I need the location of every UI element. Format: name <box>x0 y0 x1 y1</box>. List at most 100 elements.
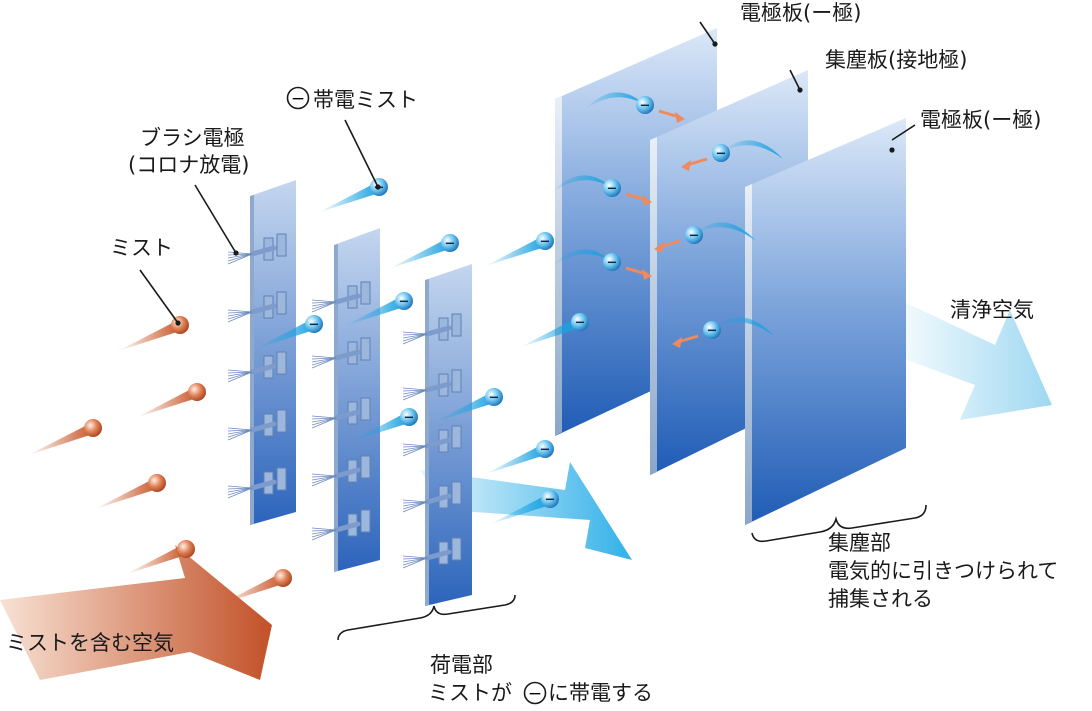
label-clean-air: 清浄空気 <box>950 298 1034 322</box>
brush-bristle <box>227 253 253 265</box>
brush-bristle <box>311 301 337 313</box>
minus-circle-icon <box>286 86 310 110</box>
brush-bristle <box>227 429 253 441</box>
minus-sign: − <box>607 256 618 271</box>
brush-bristle <box>402 389 428 401</box>
swirl-trail <box>550 249 612 268</box>
brush-bristle <box>311 527 337 531</box>
brush-bristle <box>402 557 428 563</box>
label-charge-section-desc: ミストが − に帯電する <box>428 681 653 705</box>
brush-tips <box>227 233 462 569</box>
brush-tip <box>227 351 287 383</box>
brush-holder <box>451 537 462 561</box>
brush-bristle <box>311 357 337 369</box>
brush-stem <box>249 363 277 375</box>
brush-bristle <box>227 429 253 432</box>
brush-bristle <box>311 299 337 303</box>
brush-holder <box>451 369 462 393</box>
charged-mist-trail <box>485 443 545 475</box>
charge-section-brace <box>337 594 516 641</box>
brush-bristle <box>311 357 337 363</box>
mist-trail <box>126 543 186 575</box>
mist-droplet <box>148 474 166 492</box>
mist-droplet <box>84 419 102 437</box>
charged-mist-trail <box>434 391 494 423</box>
brush-bristle <box>311 417 337 423</box>
brush-bristle <box>311 475 337 487</box>
charged-mist-droplet <box>395 292 413 310</box>
brush-holder <box>451 313 462 337</box>
minus-sign: − <box>404 411 415 426</box>
brush-stem <box>249 303 277 315</box>
charged-mist-trail <box>490 493 550 525</box>
brush-tip <box>311 455 371 487</box>
mist-air-arrow <box>0 545 272 680</box>
minus-sign: − <box>309 318 320 333</box>
leader-lines <box>139 21 916 326</box>
brush-tip <box>311 337 371 369</box>
brush-tip <box>227 409 287 441</box>
minus-sign: − <box>716 147 727 162</box>
brush-stem <box>333 521 361 533</box>
brush-bristle <box>227 429 253 435</box>
attraction-arrowhead <box>672 337 682 348</box>
label-mist: ミスト <box>110 236 173 260</box>
minus-sign: − <box>707 324 718 339</box>
brush-bristle <box>402 445 428 454</box>
charged-mist-droplet <box>441 234 459 252</box>
brush-stem <box>249 421 277 433</box>
brush-stem <box>333 293 361 305</box>
attraction-arrow <box>625 266 647 276</box>
brush-tip <box>402 481 462 513</box>
brush-stem <box>333 409 361 421</box>
brush-tip <box>402 425 462 457</box>
mist-droplet <box>177 540 195 558</box>
attraction-arrowhead <box>675 112 685 123</box>
minus-sign: − <box>689 229 700 244</box>
brush-bristle <box>402 501 428 507</box>
charged-mist-trail <box>344 295 404 327</box>
brush-holder <box>276 233 287 257</box>
brush-holder <box>360 281 371 305</box>
mist-particles: −−−−−−−−−− <box>84 178 589 587</box>
attraction-arrow <box>686 157 708 167</box>
brush-bristle <box>227 253 253 256</box>
brush-bristle <box>311 417 337 426</box>
swirl-trail <box>694 222 756 241</box>
brush-bristle <box>402 499 428 503</box>
brush-bristle <box>311 475 337 484</box>
attraction-arrowhead <box>642 195 652 206</box>
brush-bristle <box>311 301 337 304</box>
brush-bristle <box>402 555 428 559</box>
brush-stem <box>424 437 452 449</box>
brush-bristle <box>402 389 428 398</box>
brush-bristle <box>402 333 428 336</box>
attraction-arrow <box>625 192 647 202</box>
charged-mist-trail <box>520 316 580 348</box>
minus-sign: − <box>399 295 410 310</box>
charged-mist-trail <box>351 411 409 442</box>
brush-bristle <box>227 371 253 377</box>
brush-bristle <box>227 487 253 493</box>
charged-mist-droplet <box>305 315 323 333</box>
brush-bristle <box>227 311 253 317</box>
brush-bristle <box>227 485 253 489</box>
minus-symbol: − <box>528 684 542 704</box>
brush-tip <box>227 291 287 323</box>
brush-bristle <box>311 417 337 429</box>
brush-bristle <box>311 529 337 532</box>
label-charged-mist-text: 帯電ミスト <box>313 88 418 112</box>
minus-sign: − <box>607 182 618 197</box>
label-charge-section: 荷電部 <box>430 653 493 677</box>
label-brush-electrode: ブラシ電極 <box>140 126 245 150</box>
brush-bristle <box>402 501 428 504</box>
minus-sign: − <box>640 99 651 114</box>
brush-bristle <box>311 417 337 420</box>
brush-tip <box>227 233 287 265</box>
brush-bristle <box>227 311 253 323</box>
label-mist-air: ミストを含む空気 <box>6 631 174 655</box>
brush-bristle <box>402 445 428 448</box>
brush-holder <box>360 337 371 361</box>
brush-bristle <box>227 253 253 259</box>
